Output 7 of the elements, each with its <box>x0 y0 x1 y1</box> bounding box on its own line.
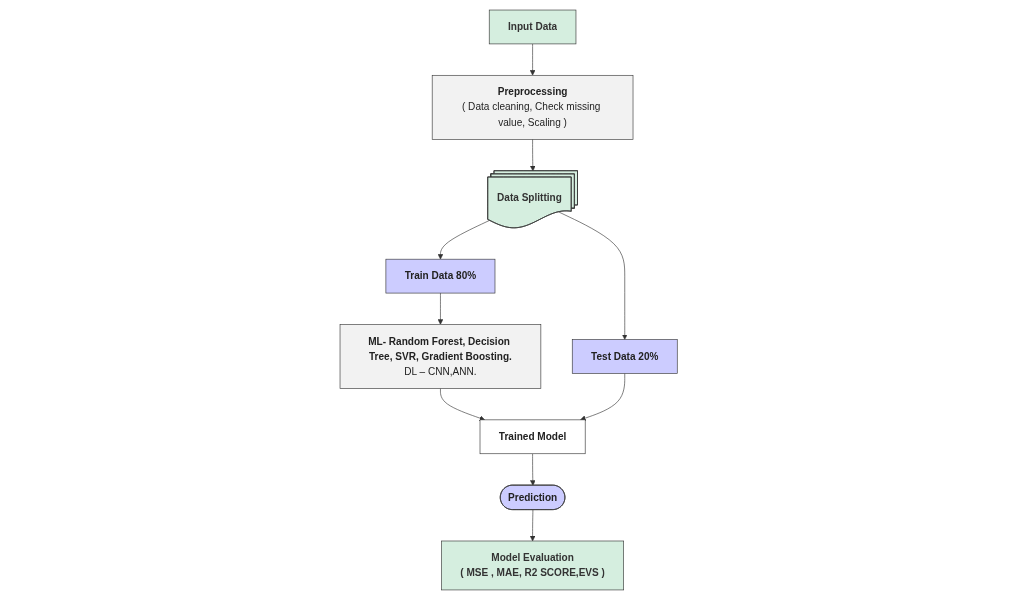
node-box: Model Evaluation ( MSE , MAE, R2 SCORE,EVS ) <box>441 540 624 591</box>
node-box: Preprocessing ( Data cleaning, Check missing value, Scaling ) <box>431 75 634 140</box>
node-box: Trained Model <box>479 419 586 455</box>
node-box: Input Data <box>488 9 577 45</box>
node-box: Train Data 80% <box>385 258 496 294</box>
node-box: ML- Random Forest, Decision Tree, SVR, Gradient Boosting. DL – CNN,ANN. <box>339 324 542 389</box>
node-box: Test Data 20% <box>571 339 678 374</box>
